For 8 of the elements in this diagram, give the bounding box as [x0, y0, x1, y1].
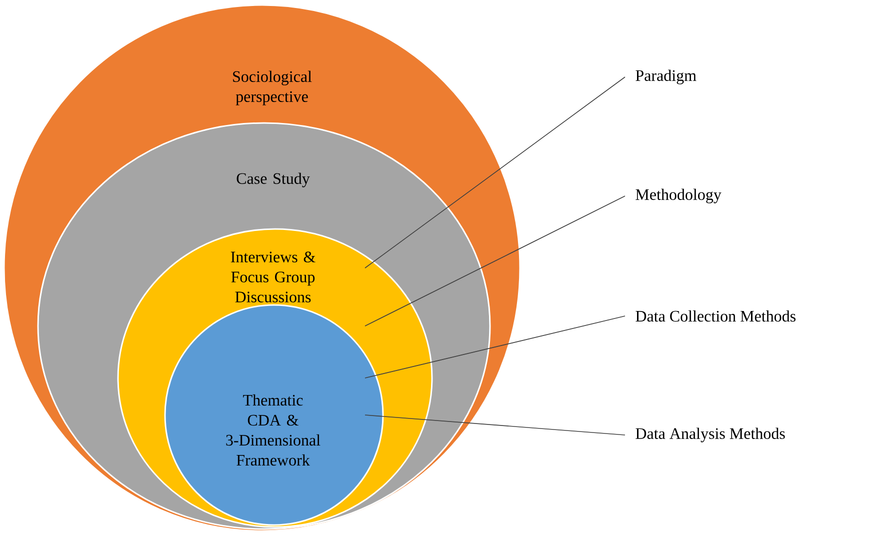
leader-line: [364, 414, 626, 436]
label-text: Data Analysis Methods: [636, 428, 785, 442]
leader-line: [364, 196, 626, 326]
leader-line: [364, 316, 626, 378]
leader-line: [364, 76, 626, 268]
label-text: Data Collection Methods: [636, 310, 796, 322]
label-text: Paradigm: [636, 70, 696, 84]
label-text: Methodology: [636, 188, 722, 204]
